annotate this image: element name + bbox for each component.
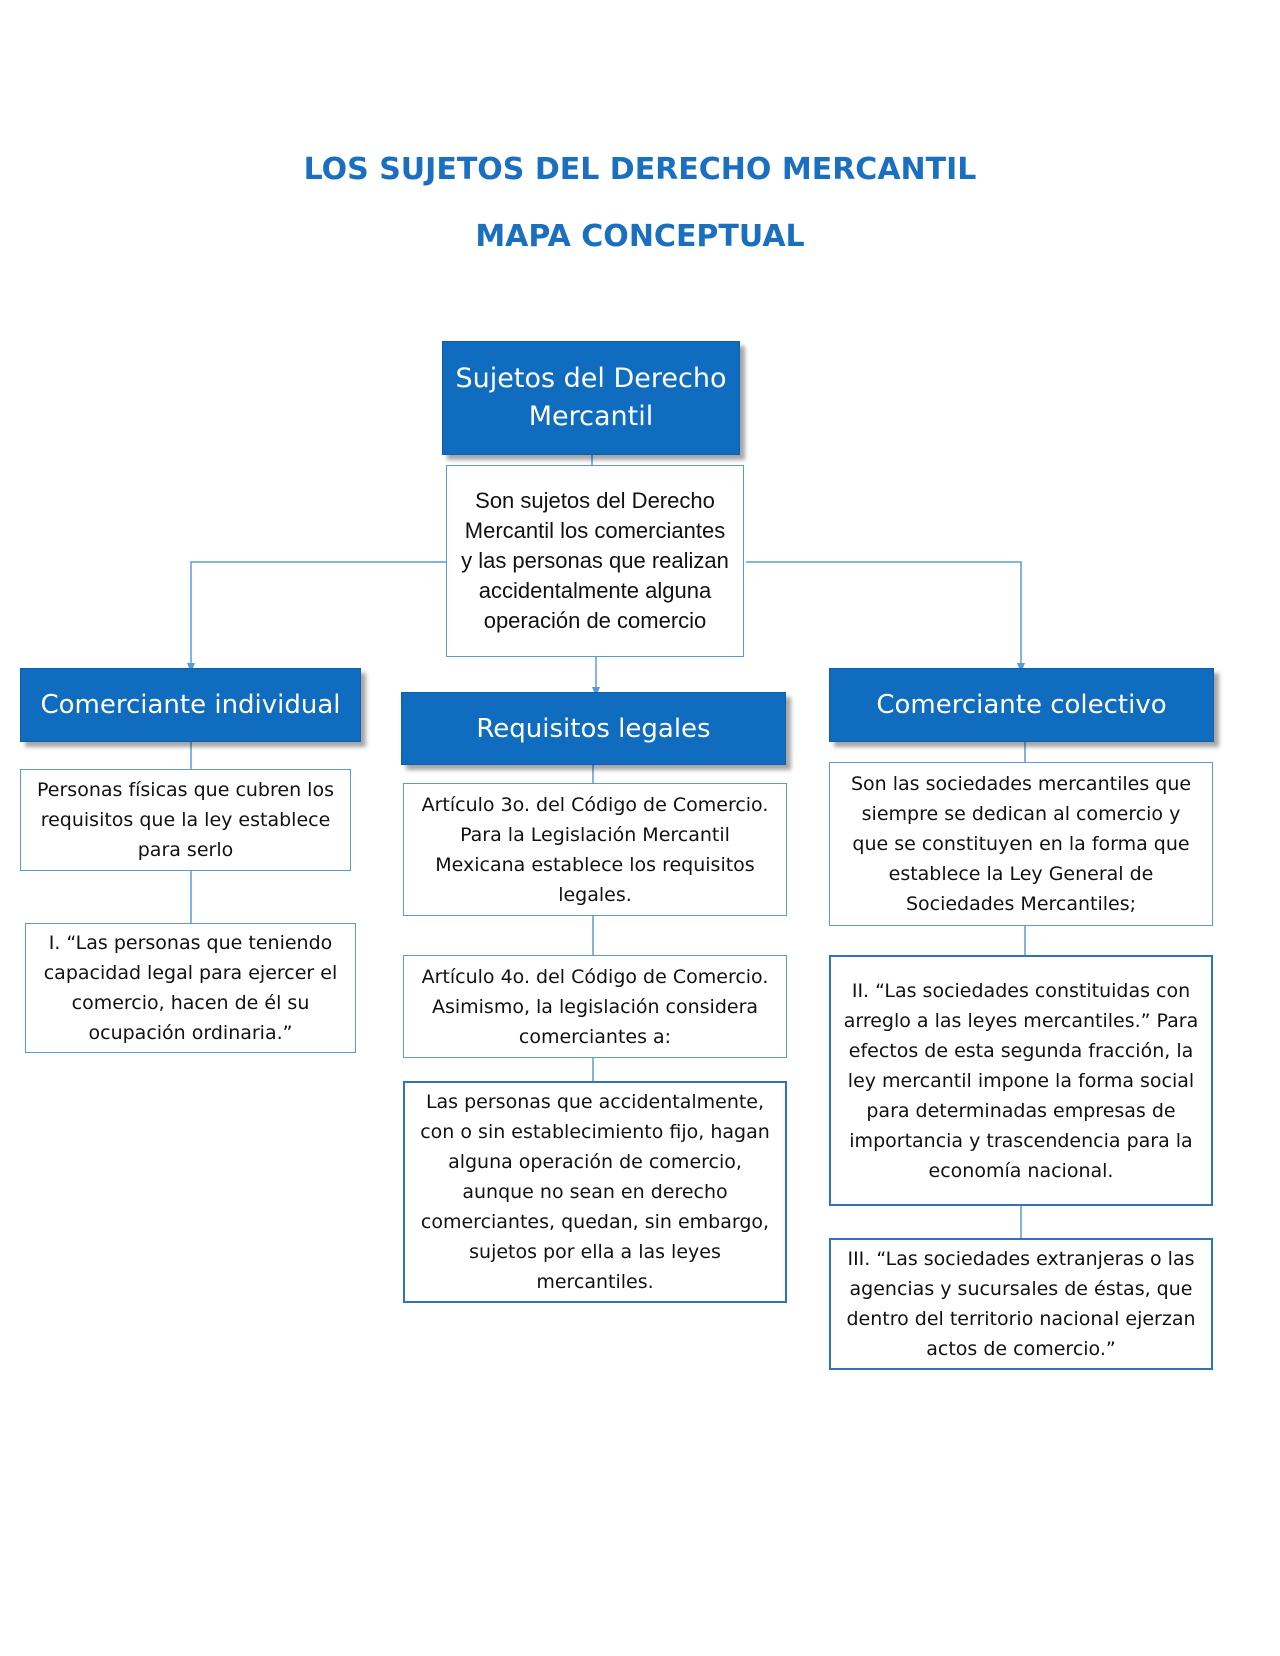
note-colectivo-2: II. “Las sociedades constituidas con arr… <box>829 955 1213 1206</box>
node-requisitos-legales-label: Requisitos legales <box>476 713 711 744</box>
note-individual-1-text: Personas físicas que cubren los requisit… <box>37 779 334 861</box>
node-comerciante-colectivo-label: Comerciante colectivo <box>876 690 1167 720</box>
node-root-label: Sujetos del Derecho Mercantil <box>455 363 727 432</box>
note-requisitos-2: Artículo 4o. del Código de Comercio. Asi… <box>403 955 787 1058</box>
node-comerciante-colectivo: Comerciante colectivo <box>829 668 1214 742</box>
note-requisitos-1: Artículo 3o. del Código de Comercio. Par… <box>403 783 787 916</box>
note-colectivo-1: Son las sociedades mercantiles que siemp… <box>829 762 1213 926</box>
page-subtitle: MAPA CONCEPTUAL <box>475 219 805 254</box>
node-comerciante-individual-label: Comerciante individual <box>40 690 341 720</box>
page-title: LOS SUJETOS DEL DERECHO MERCANTIL <box>303 152 977 187</box>
note-colectivo-3: III. “Las sociedades extranjeras o las a… <box>829 1238 1213 1370</box>
note-colectivo-3-text: III. “Las sociedades extranjeras o las a… <box>846 1248 1196 1360</box>
note-requisitos-3: Las personas que accidentalmente, con o … <box>403 1081 787 1303</box>
node-comerciante-individual: Comerciante individual <box>20 668 361 742</box>
note-individual-2-text: I. “Las personas que teniendo capacidad … <box>43 932 338 1044</box>
node-root: Sujetos del Derecho Mercantil <box>442 341 740 455</box>
note-colectivo-2-text: II. “Las sociedades constituidas con arr… <box>843 979 1199 1182</box>
note-colectivo-1-text: Son las sociedades mercantiles que siemp… <box>850 773 1192 915</box>
note-individual-1: Personas físicas que cubren los requisit… <box>20 769 351 871</box>
connector-to-colectivo <box>746 561 1025 673</box>
note-requisitos-3-text: Las personas que accidentalmente, con o … <box>420 1091 770 1293</box>
note-individual-2: I. “Las personas que teniendo capacidad … <box>25 923 356 1053</box>
note-root-definition-text: Son sujetos del Derecho Mercantil los co… <box>461 488 729 633</box>
node-requisitos-legales: Requisitos legales <box>401 692 786 765</box>
note-root-definition: Son sujetos del Derecho Mercantil los co… <box>446 465 744 657</box>
note-requisitos-2-text: Artículo 4o. del Código de Comercio. Asi… <box>421 965 769 1048</box>
connector-to-individual <box>187 561 448 673</box>
note-requisitos-1-text: Artículo 3o. del Código de Comercio. Par… <box>421 793 769 906</box>
